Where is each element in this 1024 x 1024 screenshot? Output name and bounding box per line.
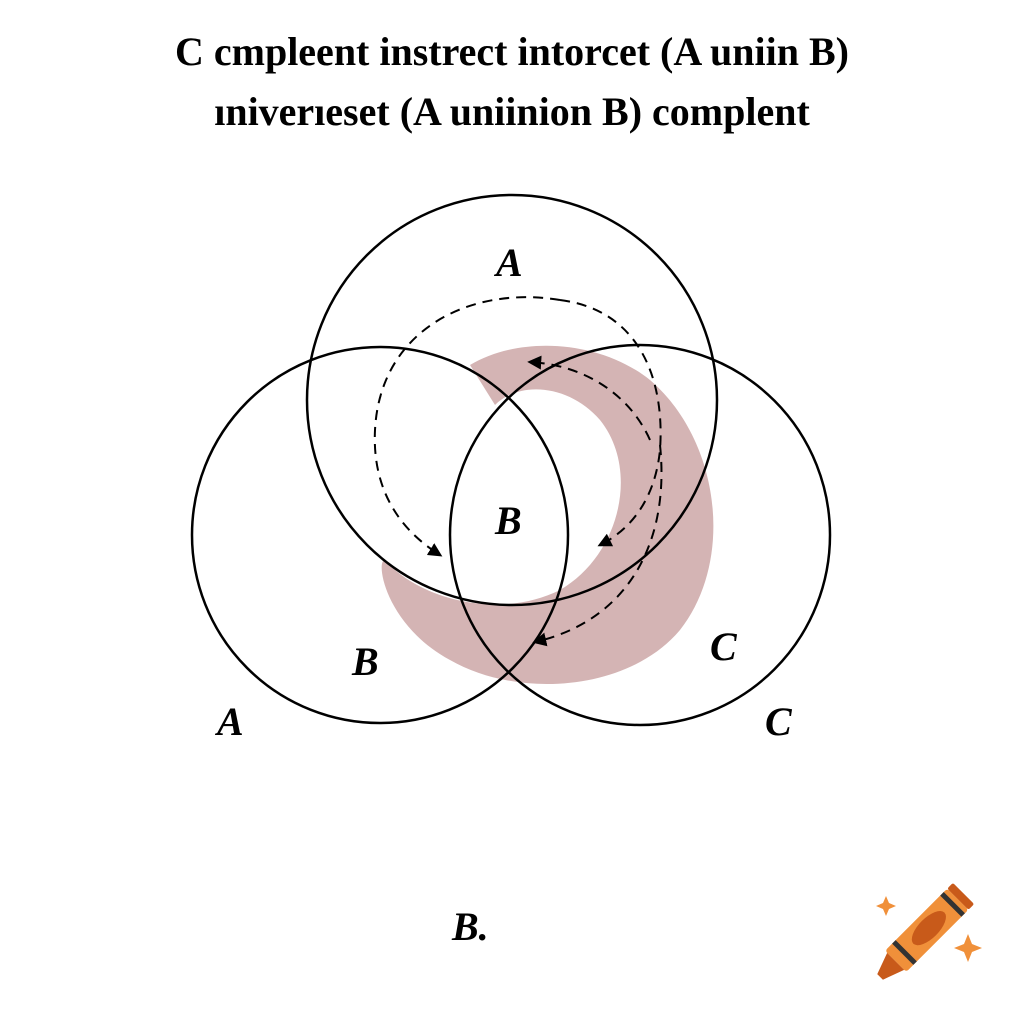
label-top-a: A <box>493 240 523 285</box>
label-right-c-inner: C <box>710 624 738 669</box>
circle-top-a <box>305 193 719 607</box>
title-line-2: ıniverıeset (A uniinion B) complent <box>214 89 810 134</box>
dashed-arrow-left <box>373 296 561 557</box>
dashed-arrow-bottom <box>532 444 663 647</box>
dashed-arrow-inner-top <box>527 355 651 441</box>
label-center-b: B <box>494 498 522 543</box>
dashed-arrow-top <box>559 299 662 547</box>
circle-right <box>448 343 832 727</box>
label-bottom-b: B. <box>451 904 489 949</box>
highlight-crescent <box>381 345 714 684</box>
label-left-a: A <box>214 699 244 744</box>
label-right-c-outer: C <box>765 699 793 744</box>
label-left-b: B <box>351 639 379 684</box>
crayon-icon <box>876 883 982 980</box>
circle-left <box>190 345 570 725</box>
title-line-1: C cmpleent instrect intorcet (A uniin B) <box>174 29 849 74</box>
